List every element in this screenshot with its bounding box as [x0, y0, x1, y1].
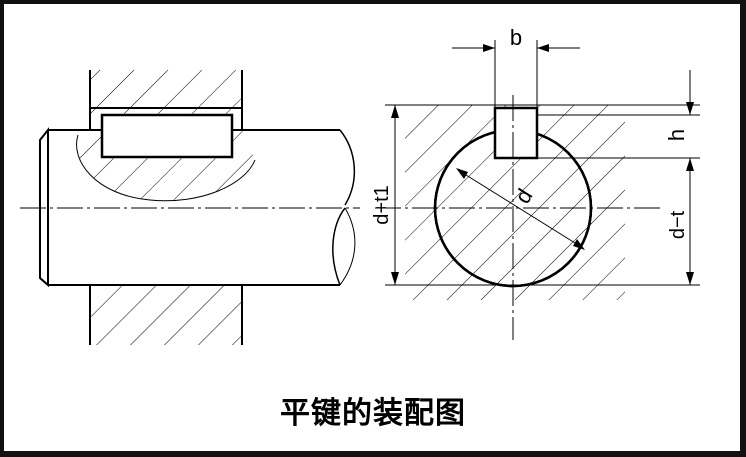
label-b: b: [510, 25, 522, 50]
key-section: [493, 106, 539, 160]
side-view: [20, 70, 360, 345]
key-side: [100, 113, 234, 159]
label-h: h: [664, 129, 689, 141]
label-d-plus-t1: d+t1: [371, 185, 393, 224]
label-d-minus-t: d−t: [667, 210, 689, 239]
page-title: 平键的装配图: [280, 396, 466, 431]
lower-hub: [90, 285, 242, 345]
section-view: b h d d+t1 d−t: [371, 25, 700, 340]
